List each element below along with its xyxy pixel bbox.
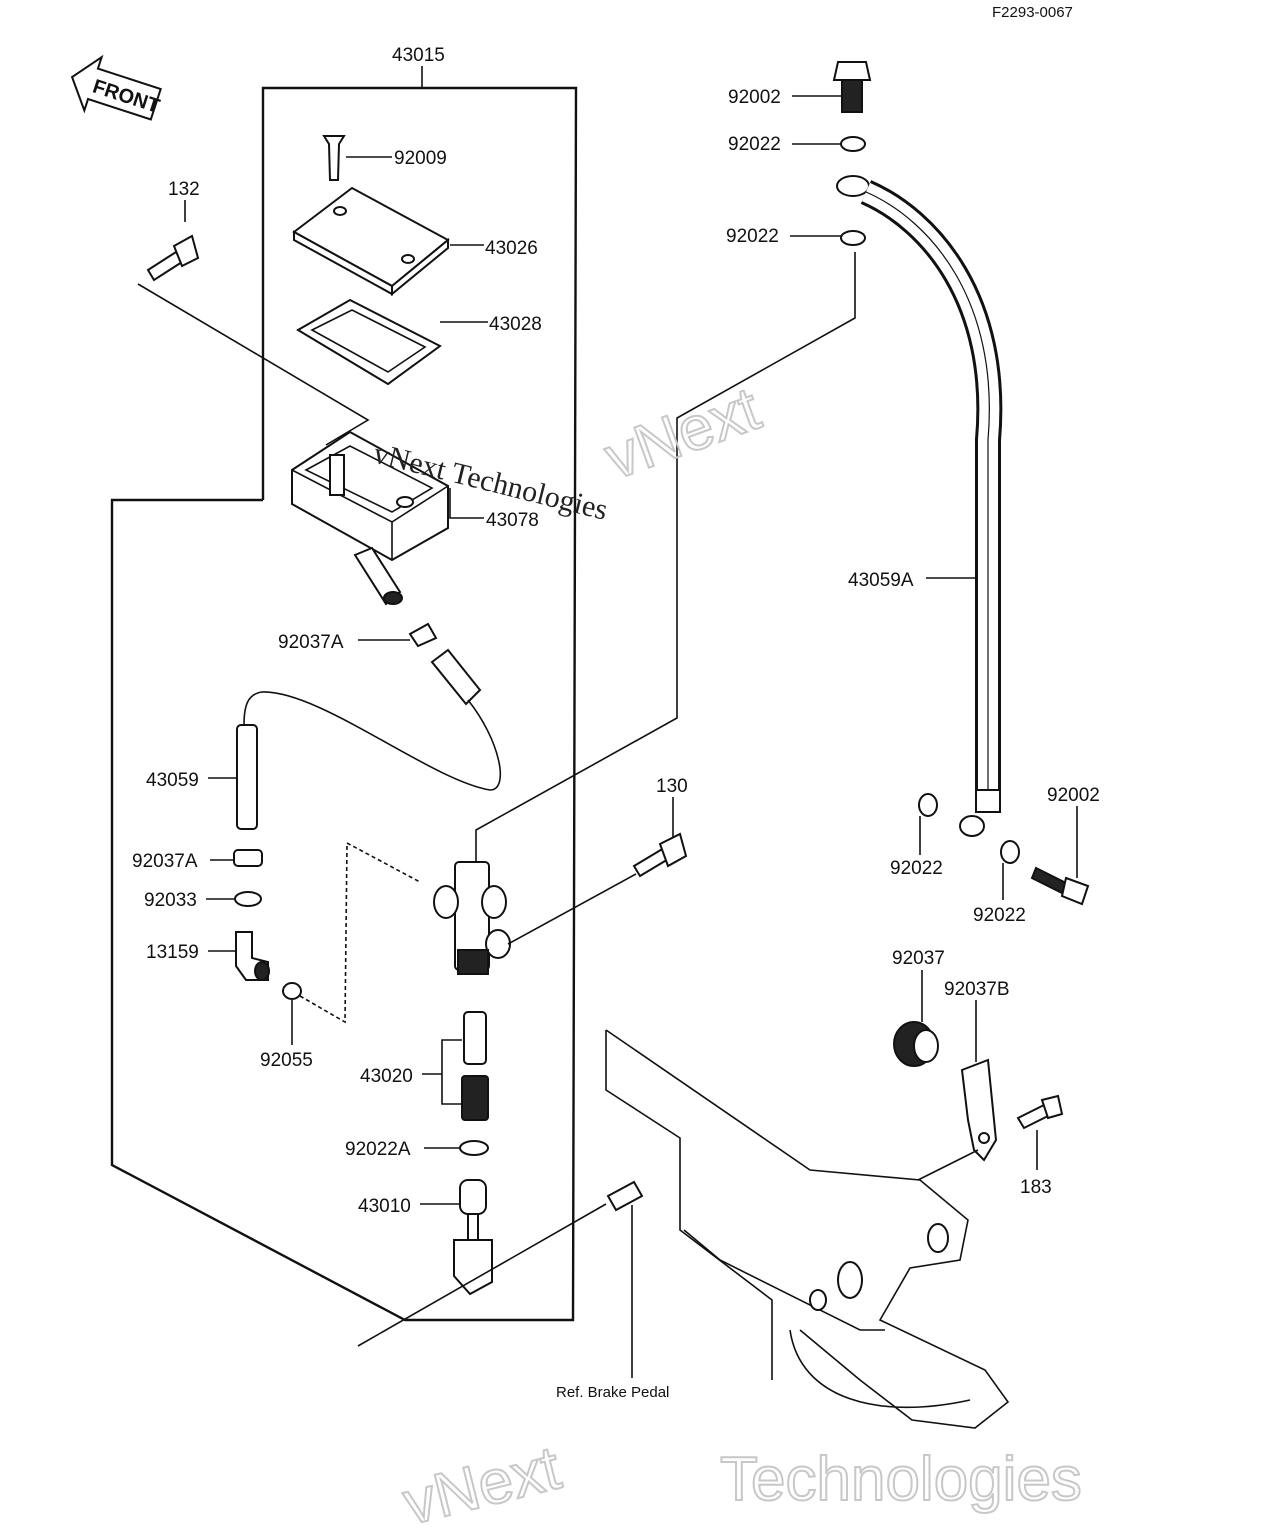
label-92037B: 92037B — [944, 979, 1010, 1000]
washer-92022-a — [792, 136, 866, 152]
front-arrow-icon: FRONT — [70, 54, 162, 121]
label-43028: 43028 — [489, 314, 542, 335]
label-92037A-low: 92037A — [132, 851, 198, 872]
label-43059: 43059 — [146, 770, 199, 791]
label-92022-d: 92022 — [973, 905, 1026, 926]
bolt-132 — [137, 200, 370, 446]
label-43010: 43010 — [358, 1196, 411, 1217]
label-43015: 43015 — [392, 45, 445, 66]
label-92037A-top: 92037A — [278, 632, 344, 653]
washer-92022-d — [1000, 840, 1020, 900]
watermark-big-1: vNext — [596, 374, 769, 493]
reservoir-cap-43026 — [292, 186, 484, 297]
pushrod-43010 — [357, 1179, 607, 1347]
label-92022-b: 92022 — [726, 226, 779, 247]
label-92022-a: 92022 — [728, 134, 781, 155]
ring-92033 — [206, 891, 262, 907]
reservoir-body-43078 — [291, 430, 484, 606]
master-cylinder — [433, 252, 856, 975]
label-92033: 92033 — [144, 890, 197, 911]
label-92022-c: 92022 — [890, 858, 943, 879]
brake-hose-43059A — [836, 175, 1003, 837]
piston-spring-43020 — [422, 1011, 489, 1121]
clevis-pin — [606, 1180, 644, 1378]
label-92002-low: 92002 — [1047, 785, 1100, 806]
label-92009: 92009 — [394, 148, 447, 169]
oring-92055 — [282, 841, 421, 1045]
label-43078: 43078 — [486, 510, 539, 531]
screw-92009 — [322, 135, 392, 181]
fitting-13159 — [208, 931, 270, 981]
label-130: 130 — [656, 776, 688, 797]
diagram-code: F2293-0067 — [992, 4, 1073, 21]
hose-43059 — [208, 724, 258, 830]
label-43026: 43026 — [485, 238, 538, 259]
label-92055: 92055 — [260, 1050, 313, 1071]
label-13159: 13159 — [146, 942, 199, 963]
grommet-92037 — [893, 970, 939, 1067]
watermark-big-2: Technologies — [720, 1445, 1082, 1514]
washer-92022-b — [790, 230, 866, 246]
label-183: 183 — [1020, 1177, 1052, 1198]
clamp-bracket-92037B — [917, 1000, 998, 1181]
clamp-92037A-top — [243, 622, 502, 791]
banjo-bolt-92002-low — [1030, 806, 1090, 906]
watermark-bottom: vNext — [397, 1433, 567, 1536]
label-92022A: 92022A — [345, 1139, 411, 1160]
bolt-183 — [1016, 1094, 1064, 1170]
label-92037: 92037 — [892, 948, 945, 969]
frame-bracket — [605, 1029, 1010, 1429]
label-43059A: 43059A — [848, 570, 914, 591]
assembly-43015-outline — [110, 66, 578, 1322]
circlip-92022A — [424, 1140, 489, 1156]
diaphragm-43028 — [296, 298, 488, 386]
banjo-bolt-92002-top — [792, 61, 872, 113]
washer-92022-c — [918, 793, 938, 855]
ref-brake-pedal-label: Ref. Brake Pedal — [556, 1384, 669, 1401]
label-92002-top: 92002 — [728, 87, 781, 108]
bolt-130 — [507, 797, 688, 945]
label-43020: 43020 — [360, 1066, 413, 1087]
label-132: 132 — [168, 179, 200, 200]
clamp-92037A-low — [210, 849, 263, 867]
